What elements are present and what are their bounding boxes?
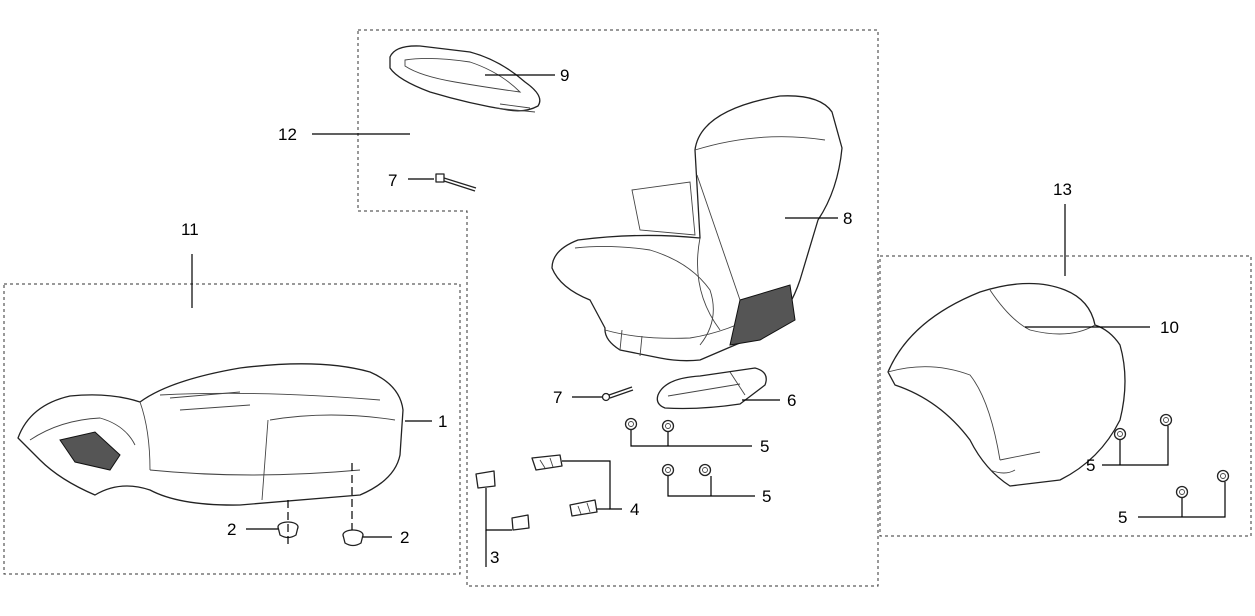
callout-4: 4 [630,500,639,519]
clip-parts [531,454,598,517]
passenger-seat-part [17,363,404,506]
callout-5-b: 5 [762,487,771,506]
group-box-11 [3,283,461,575]
pin-part-lower [601,386,634,402]
callout-1: 1 [438,412,447,431]
passenger-seat-cushion-part [887,282,1126,487]
nut-parts [624,413,1230,499]
callout-10: 10 [1160,318,1179,337]
callout-13: 13 [1053,180,1072,199]
callout-2-a: 2 [227,520,236,539]
callout-7-lower: 7 [553,388,562,407]
callout-6: 6 [787,391,796,410]
callout-8: 8 [843,209,852,228]
callout-labels: 9 12 7 8 11 13 10 7 6 1 5 5 5 5 4 3 2 2 [181,66,1179,567]
callout-3: 3 [490,548,499,567]
callout-5-d: 5 [1118,508,1127,527]
grommet-parts [277,521,364,547]
pin-part-upper [435,173,477,192]
grab-handle-part [389,45,541,113]
seat-bracket-part [656,367,767,410]
callout-9: 9 [560,66,569,85]
callout-11: 11 [181,220,199,239]
callout-7-upper: 7 [388,171,397,190]
group-box-13 [879,255,1252,537]
leader-lines [191,74,1226,567]
callout-5-a: 5 [760,437,769,456]
callout-5-c: 5 [1086,456,1095,475]
callout-12: 12 [278,125,297,144]
callout-2-b: 2 [400,528,409,547]
rider-seat-with-backrest-part [551,95,843,362]
small-clip-parts [475,470,530,531]
group-box-12 [357,29,879,587]
